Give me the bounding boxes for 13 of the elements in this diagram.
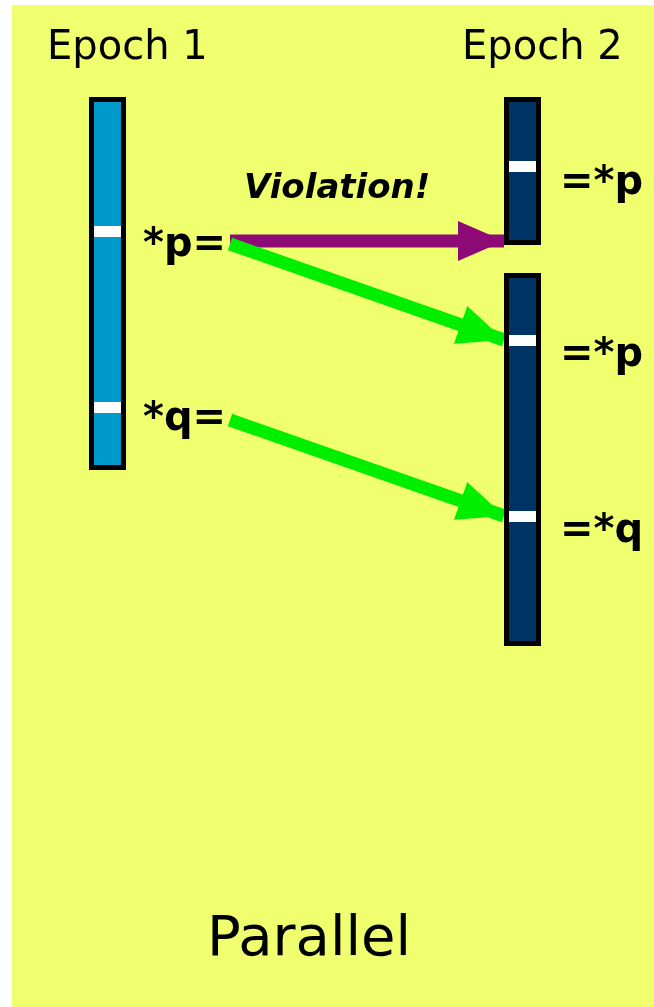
code-label: =*p (560, 158, 644, 202)
caption-text: Parallel (207, 905, 412, 967)
code-label: =*q (560, 506, 644, 550)
edge-label: Violation! (244, 166, 431, 206)
arrow (230, 221, 504, 261)
code-label: *p= (143, 220, 227, 264)
timeline-bar (89, 97, 126, 470)
timeline-bar (504, 97, 541, 245)
timeline-bar (504, 273, 541, 646)
code-label: *q= (143, 394, 227, 438)
code-label: =*p (560, 330, 644, 374)
column-heading: Epoch 2 (462, 22, 623, 68)
column-heading: Epoch 1 (47, 22, 208, 68)
